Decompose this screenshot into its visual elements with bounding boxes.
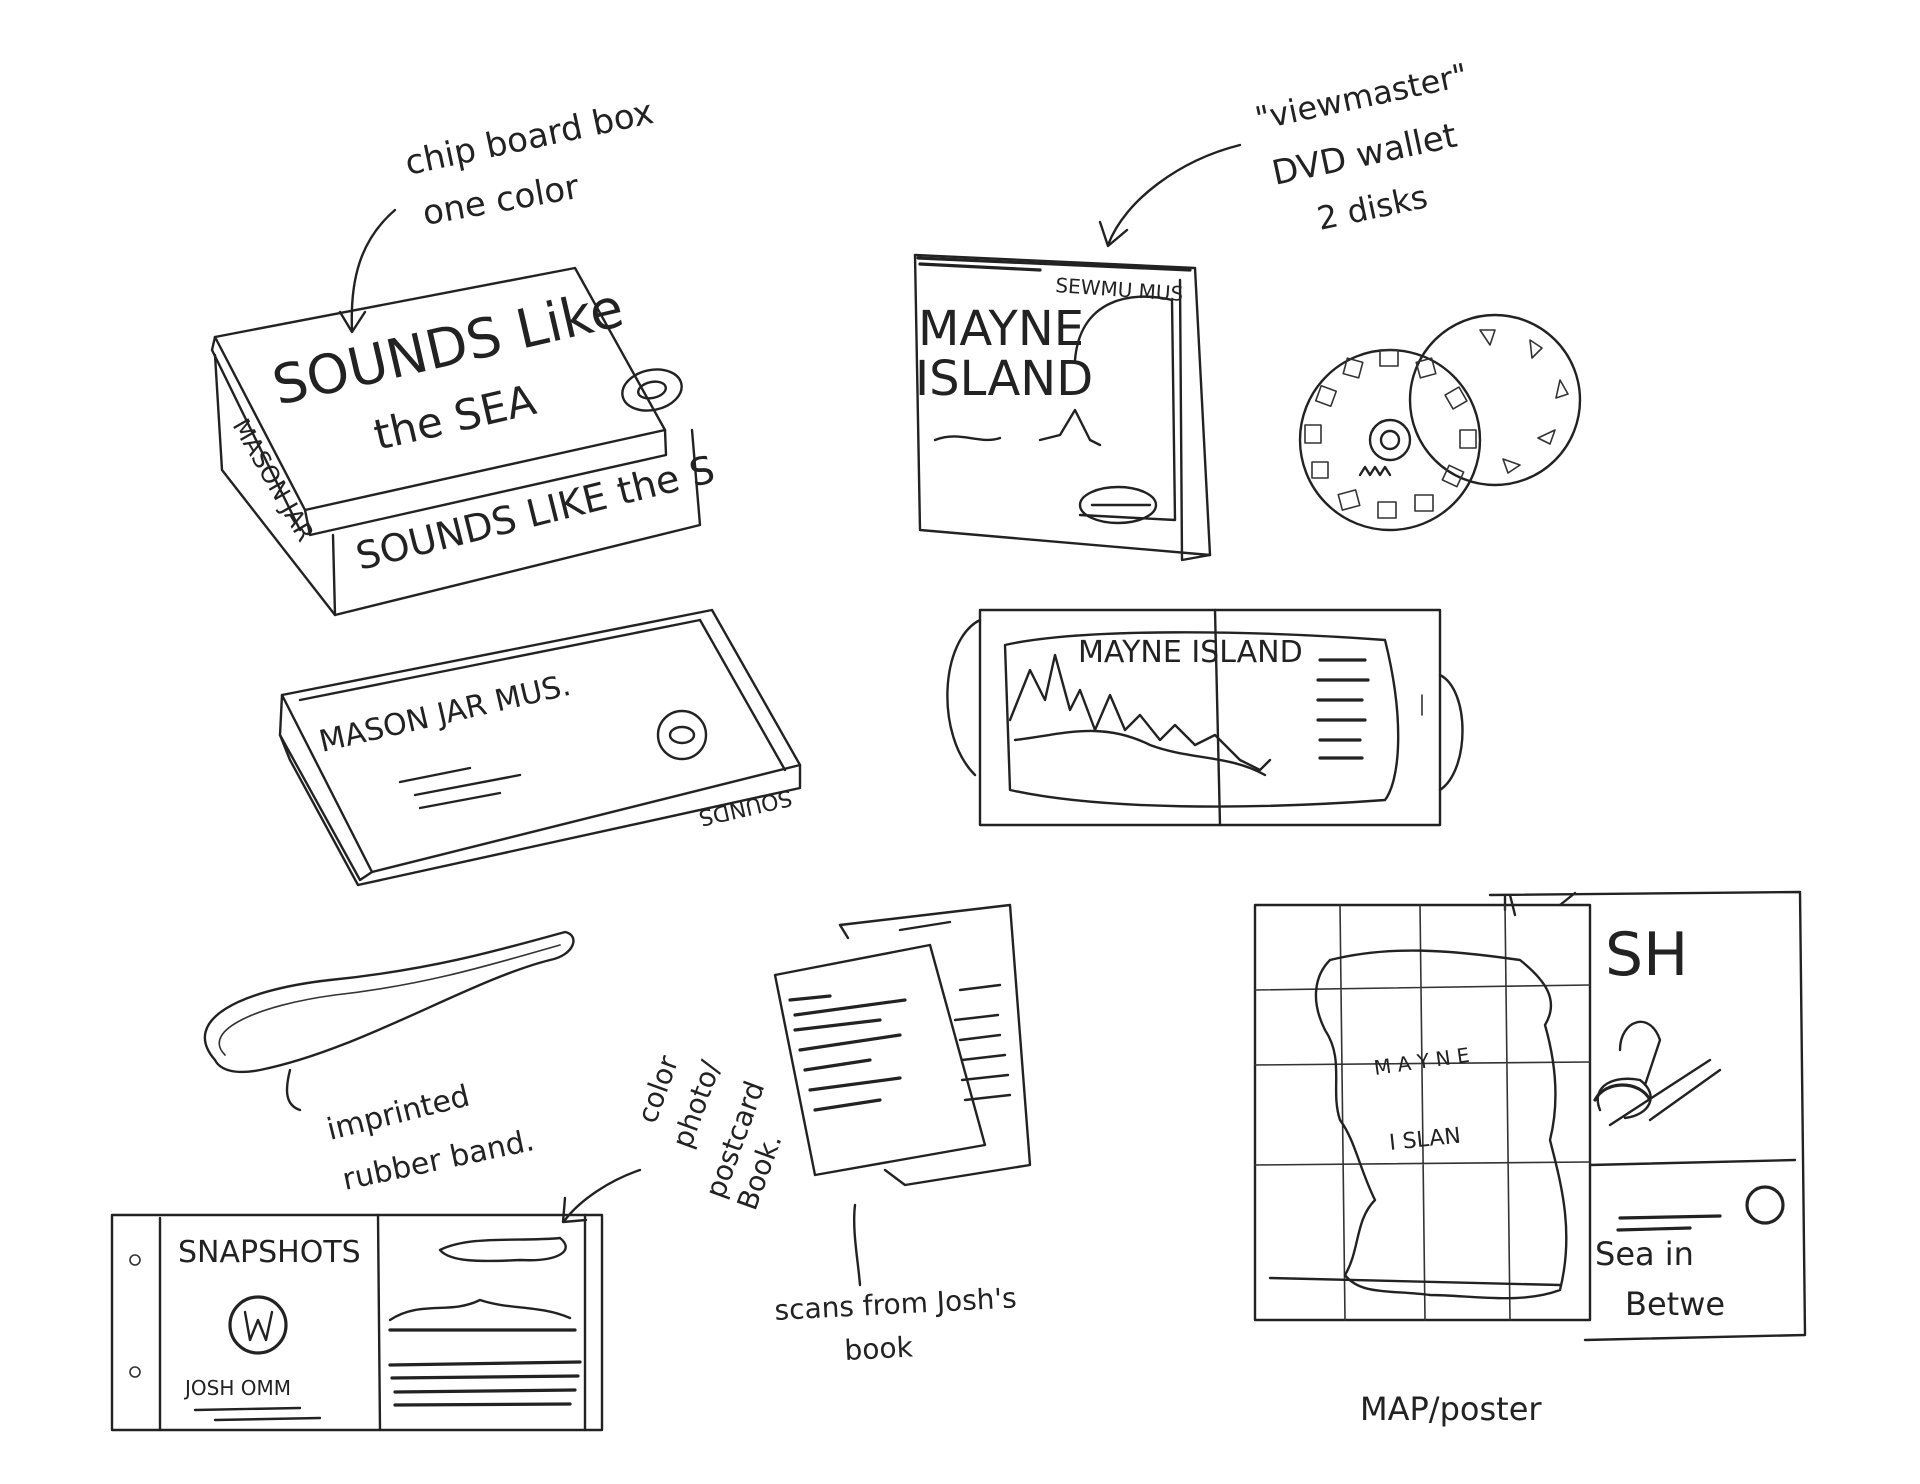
poster-logo-icon [1745, 1185, 1785, 1225]
box-logo-icon [621, 368, 683, 412]
wallet-title-line-1: MAYNE [918, 301, 1084, 357]
scans-note-line-1: scans from Josh's [774, 1281, 1018, 1327]
poster-word-3: Betwe [1625, 1285, 1725, 1323]
viewmaster-reels-sketch [1298, 313, 1582, 532]
postcard-book-note: color photo/ postcard Book. [561, 1051, 788, 1224]
poster-word-1: SH [1605, 920, 1688, 990]
box-note-line-1: chip board box [402, 92, 657, 184]
dvd-note-line-3: 2 disks [1314, 177, 1431, 237]
box-note-arrow [338, 208, 397, 334]
scans-note-line-2: book [844, 1330, 915, 1367]
poster-word-2: Sea in [1595, 1235, 1694, 1273]
chipboard-box-sketch: SOUNDS Like the SEA MASON JAR SOUNDS LIK… [210, 266, 719, 617]
viewmaster-reel-icon [1298, 348, 1482, 532]
dvd-wallet-open-sketch: MAYNE ISLAND [946, 608, 1464, 827]
open-wallet-title-text: MAYNE ISLAND [1078, 635, 1303, 670]
band-note-line-1: imprinted [323, 1079, 473, 1148]
box-note-line-2: one color [420, 167, 582, 234]
postcard-book-sketch: SNAPSHOTS JOSH OMM [110, 1213, 604, 1432]
wallet-logo-icon [1078, 485, 1158, 525]
tray-side-text: SOUNDS [696, 784, 794, 830]
dvd-wallet-closed-sketch: SEWMU MUS MAYNE ISLAND [913, 253, 1212, 562]
box-side-text: MASON JAR [227, 414, 320, 546]
postcard-name-text: JOSH OMM [183, 1376, 291, 1400]
postcard-logo-icon [228, 1295, 288, 1355]
chipboard-tray-sketch: MASON JAR MUS. SOUNDS [278, 608, 802, 887]
postcard-title-text: SNAPSHOTS [178, 1235, 361, 1270]
map-word-2: I SLAN [1388, 1124, 1462, 1156]
viewmaster-note: "viewmaster" DVD wallet 2 disks [1098, 56, 1471, 248]
dvd-note-arrow [1098, 143, 1242, 248]
wallet-title-line-2: ISLAND [915, 351, 1093, 407]
map-note-text: MAP/poster [1360, 1390, 1542, 1428]
tray-logo-icon [656, 709, 708, 761]
map-poster-sketch: SH Sea in Betwe M A Y N E I SLAN MAP/pos… [1253, 890, 1807, 1428]
rubber-band-sketch: imprinted rubber band. [203, 930, 575, 1198]
book-scans-sketch: scans from Josh's book [774, 903, 1032, 1367]
